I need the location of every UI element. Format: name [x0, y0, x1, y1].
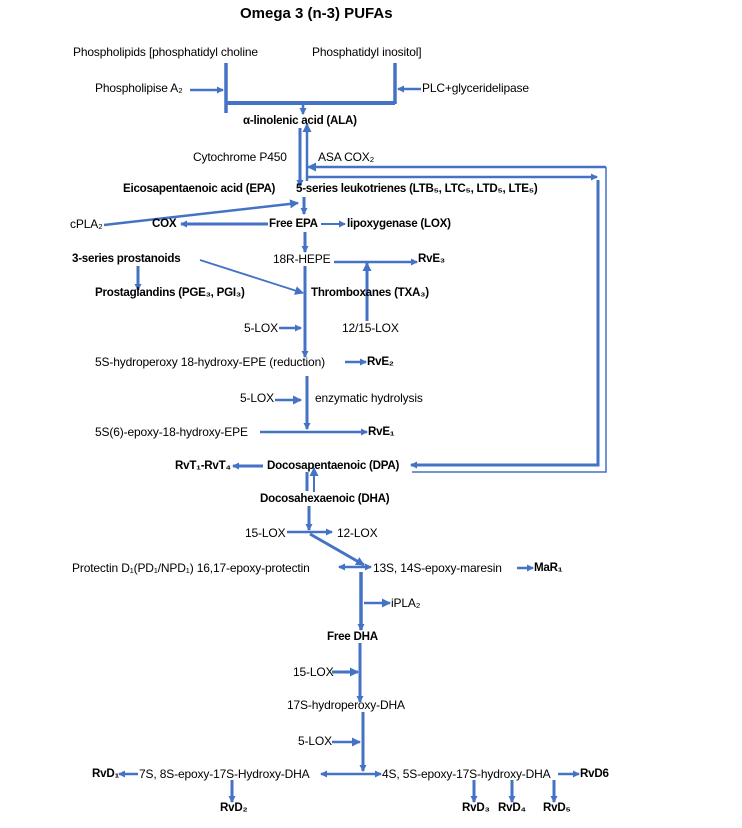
arrow-diagonal-to-maresin — [309, 532, 365, 567]
node-5-series-leukotrienes: 5-series leukotrienes (LTB₅, LTC₅, LTD₅,… — [296, 182, 538, 195]
label-cpla2: cPLA₂ — [70, 217, 103, 231]
node-17s-hydroperoxy-dha: 17S-hydroperoxy-DHA — [287, 698, 405, 712]
label-phospholipase-a2: Phospholipise A₂ — [95, 81, 183, 95]
label-5-lox-c: 5-LOX — [298, 734, 332, 748]
arrow-prostanoids-to-thromboxanes — [199, 259, 304, 295]
arrow-cpla2 — [103, 199, 299, 227]
arrow-loop-to-dpa — [410, 180, 600, 469]
label-5-lox-a: 5-LOX — [244, 321, 278, 335]
node-epa: Eicosapentaenoic acid (EPA) — [123, 182, 276, 195]
node-rvd4: RvD₄ — [498, 801, 526, 814]
label-15-lox-a: 15-LOX — [245, 526, 286, 540]
node-rve1: RvE₁ — [368, 425, 395, 438]
node-ala: α-linolenic acid (ALA) — [243, 114, 357, 127]
label-ipla2: iPLA₂ — [391, 596, 421, 610]
node-free-epa: Free EPA — [269, 217, 318, 230]
label-12-15-lox: 12/15-LOX — [342, 321, 399, 335]
node-mar1: MaR₁ — [534, 561, 563, 574]
label-plc-glyceridelipase: PLC+glyceridelipase — [422, 81, 529, 95]
node-free-dha: Free DHA — [327, 630, 378, 643]
node-5s-hydroperoxy-epe: 5S-hydroperoxy 18-hydroxy-EPE (reduction… — [95, 355, 325, 369]
node-cox: COX — [152, 217, 177, 230]
label-12-lox: 12-LOX — [337, 526, 378, 540]
node-5s6-epoxy-epe: 5S(6)-epoxy-18-hydroxy-EPE — [95, 425, 248, 439]
node-7s8s-epoxy-dha: 7S, 8S-epoxy-17S-Hydroxy-DHA — [139, 767, 310, 781]
label-enzymatic-hydrolysis: enzymatic hydrolysis — [315, 391, 423, 405]
node-rve3: RvE₃ — [418, 252, 445, 265]
node-rvd3: RvD₃ — [462, 801, 490, 814]
label-cytochrome-p450: Cytochrome P450 — [193, 150, 287, 164]
loop-outer-line — [412, 167, 607, 473]
node-prostaglandins: Prostaglandins (PGE₃, PGI₃) — [95, 286, 245, 299]
node-rvd6: RvD6 — [580, 767, 609, 780]
node-3-series-prostanoids: 3-series prostanoids — [72, 252, 181, 265]
node-rvd5: RvD₅ — [543, 801, 571, 814]
node-13s14s-epoxy-maresin: 13S, 14S-epoxy-maresin — [373, 561, 502, 575]
node-thromboxanes: Thromboxanes (TXA₃) — [311, 286, 429, 299]
label-5-lox-b: 5-LOX — [240, 391, 274, 405]
label-phospholipids: Phospholipids [phosphatidyl choline — [73, 45, 258, 59]
node-protectin: Protectin D₁(PD₁/NPD₁) 16,17-epoxy-prote… — [72, 561, 310, 575]
node-rvd1: RvD₁ — [92, 767, 119, 780]
label-phosphatidyl-inositol: Phosphatidyl inositol] — [312, 45, 422, 59]
node-4s5s-epoxy-dha: 4S, 5S-epoxy-17S-hydroxy-DHA — [382, 767, 551, 781]
node-dpa: Docosapentaenoic (DPA) — [267, 459, 400, 472]
node-lipoxygenase: lipoxygenase (LOX) — [347, 217, 451, 230]
label-15-lox-b: 15-LOX — [293, 665, 334, 679]
node-18r-hepe: 18R-HEPE — [273, 252, 331, 266]
node-dha: Docosahexaenoic (DHA) — [260, 492, 390, 505]
node-rvd2: RvD₂ — [220, 801, 248, 814]
node-rve2: RvE₂ — [367, 355, 394, 368]
node-rvt1-rvt4: RvT₁-RvT₄ — [175, 459, 231, 472]
diagram-title: Omega 3 (n-3) PUFAs — [240, 5, 393, 22]
label-asa-cox2: ASA COX₂ — [318, 150, 375, 164]
